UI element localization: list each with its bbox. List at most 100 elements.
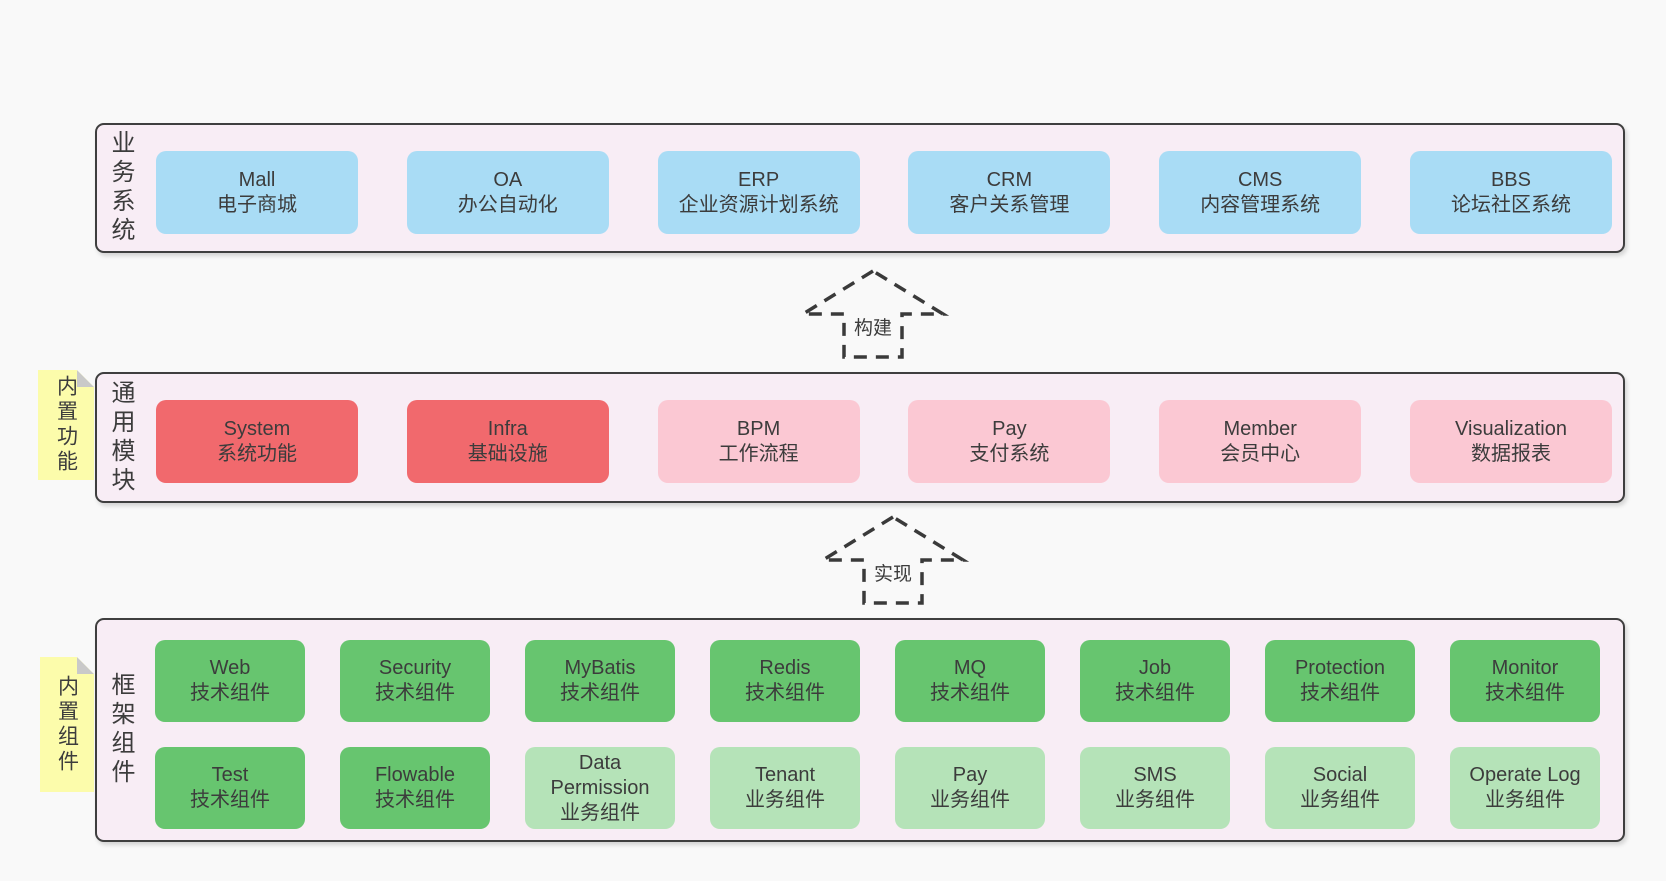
box-title: CMS bbox=[1237, 168, 1283, 191]
box-title: Flowable bbox=[374, 764, 456, 786]
box-subtitle: 工作流程 bbox=[718, 442, 799, 465]
sticky-note-text: 内置功能 bbox=[54, 375, 78, 475]
box-title: Protection bbox=[1294, 657, 1386, 679]
box-subtitle: 技术组件 bbox=[560, 682, 640, 704]
box-subtitle: 业务组件 bbox=[1485, 789, 1565, 811]
box-title: CRM bbox=[986, 168, 1033, 191]
diagram-box-redis: Redis 技术组件 bbox=[710, 640, 860, 722]
box-title: OA bbox=[493, 168, 523, 191]
box-title: Tenant bbox=[754, 764, 816, 786]
box-subtitle: 技术组件 bbox=[930, 682, 1010, 704]
box-subtitle: 业务组件 bbox=[1300, 789, 1380, 811]
box-subtitle: 技术组件 bbox=[1115, 682, 1195, 704]
box-title: Test bbox=[211, 764, 249, 786]
box-subtitle: 办公自动化 bbox=[457, 193, 558, 216]
box-title: Pay bbox=[992, 417, 1027, 440]
box-title: BPM bbox=[736, 417, 781, 440]
layer-business-systems-label: 业务系统 bbox=[107, 130, 134, 246]
sticky-note-built-in-functions: 内置功能 bbox=[38, 370, 94, 480]
box-title: Infra bbox=[487, 417, 528, 440]
box-subtitle: 技术组件 bbox=[375, 682, 455, 704]
box-subtitle: 基础设施 bbox=[467, 442, 548, 465]
diagram-box-protection: Protection 技术组件 bbox=[1265, 640, 1415, 722]
box-title: Operate Log bbox=[1469, 764, 1581, 786]
box-title: Mall bbox=[238, 168, 276, 191]
box-subtitle: 支付系统 bbox=[969, 442, 1050, 465]
box-subtitle: 内容管理系统 bbox=[1200, 193, 1321, 216]
box-subtitle: 技术组件 bbox=[375, 789, 455, 811]
box-title: Redis bbox=[759, 657, 811, 679]
box-subtitle: 会员中心 bbox=[1220, 442, 1301, 465]
box-subtitle: 业务组件 bbox=[930, 789, 1010, 811]
diagram-box-job: Job 技术组件 bbox=[1080, 640, 1230, 722]
box-subtitle: 业务组件 bbox=[560, 801, 640, 824]
box-title: Data Permission bbox=[550, 751, 650, 799]
diagram-box-sms: SMS 业务组件 bbox=[1080, 747, 1230, 829]
diagram-box-test: Test 技术组件 bbox=[155, 747, 305, 829]
box-title: MyBatis bbox=[564, 657, 636, 679]
arrow-build-up: 构建 bbox=[796, 268, 950, 360]
box-title: Job bbox=[1138, 657, 1172, 679]
arrow-implement-label: 实现 bbox=[869, 558, 917, 587]
diagram-box-flowable: Flowable 技术组件 bbox=[340, 747, 490, 829]
sticky-note-built-in-components: 内置组件 bbox=[40, 657, 94, 792]
box-title: Social bbox=[1312, 764, 1368, 786]
box-subtitle: 数据报表 bbox=[1470, 442, 1551, 465]
box-subtitle: 技术组件 bbox=[745, 682, 825, 704]
box-title: Visualization bbox=[1455, 417, 1567, 440]
box-subtitle: 业务组件 bbox=[745, 789, 825, 811]
box-title: SMS bbox=[1133, 764, 1177, 786]
layer-common-modules-label: 通用模块 bbox=[107, 379, 134, 496]
diagram-box-mq: MQ 技术组件 bbox=[895, 640, 1045, 722]
box-subtitle: 系统功能 bbox=[217, 442, 297, 465]
box-title: Member bbox=[1223, 417, 1297, 440]
diagram-box-tenant: Tenant 业务组件 bbox=[710, 747, 860, 829]
box-title: Security bbox=[378, 657, 452, 679]
arrow-implement-up: 实现 bbox=[816, 514, 970, 606]
diagram-box-mybatis: MyBatis 技术组件 bbox=[525, 640, 675, 722]
diagram-box-social: Social 业务组件 bbox=[1265, 747, 1415, 829]
diagram-box-monitor: Monitor 技术组件 bbox=[1450, 640, 1600, 722]
diagram-box-security: Security 技术组件 bbox=[340, 640, 490, 722]
box-subtitle: 论坛社区系统 bbox=[1450, 193, 1571, 216]
box-title: MQ bbox=[953, 657, 987, 679]
box-subtitle: 技术组件 bbox=[190, 789, 270, 811]
box-title: Monitor bbox=[1491, 657, 1559, 679]
box-subtitle: 技术组件 bbox=[1485, 682, 1565, 704]
box-subtitle: 企业资源计划系统 bbox=[678, 193, 839, 216]
layer-framework-components-label: 框架组件 bbox=[107, 672, 134, 788]
box-subtitle: 技术组件 bbox=[190, 682, 270, 704]
box-title: BBS bbox=[1490, 168, 1531, 191]
box-title: System bbox=[223, 417, 291, 440]
diagram-box-operate-log: Operate Log 业务组件 bbox=[1450, 747, 1600, 829]
sticky-note-text: 内置组件 bbox=[55, 674, 79, 775]
box-subtitle: 技术组件 bbox=[1300, 682, 1380, 704]
box-subtitle: 电子商城 bbox=[217, 193, 297, 216]
box-subtitle: 客户关系管理 bbox=[949, 193, 1070, 216]
box-subtitle: 业务组件 bbox=[1115, 789, 1195, 811]
arrow-build-label: 构建 bbox=[849, 312, 897, 341]
